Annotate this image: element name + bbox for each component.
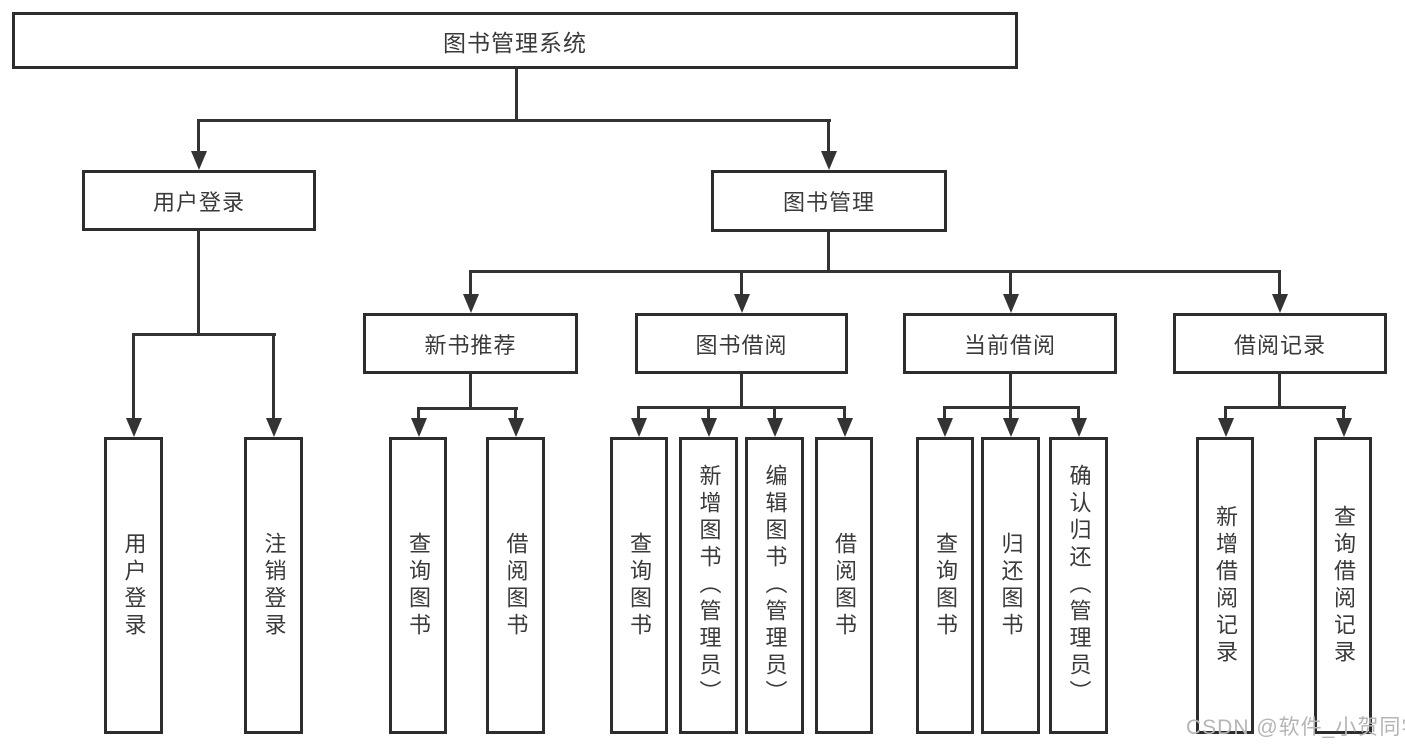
arrowhead-leaf	[508, 418, 524, 437]
leaf-label: 借阅图书	[832, 531, 857, 640]
connector-new-book-trunk	[469, 372, 472, 410]
connector-drop-level3	[1278, 270, 1281, 300]
node-label: 用户登录	[152, 189, 245, 215]
leaf-edit-books-admin: 编辑图书（管理员）	[745, 437, 804, 734]
arrowhead-book-management	[821, 151, 837, 170]
leaf-label: 查询借阅记录	[1331, 504, 1356, 667]
leaf-borrow-books: 借阅图书	[486, 437, 545, 734]
leaf-user-login: 用户登录	[104, 437, 163, 734]
leaf-label: 归还图书	[998, 531, 1024, 640]
connector-drop-leaf	[1224, 406, 1227, 423]
connector-drop-leaf	[943, 406, 946, 423]
connector-book-mgmt-trunk	[827, 231, 830, 273]
node-label: 新书推荐	[424, 332, 517, 358]
connector-drop-leaf	[514, 407, 517, 423]
connector-borrow-records-trunk	[1278, 372, 1281, 409]
connector-drop-level3	[469, 270, 472, 300]
leaf-add-books-admin: 新增图书（管理员）	[679, 437, 738, 734]
node-new-book-recommend: 新书推荐	[363, 313, 578, 374]
connector-drop-leaf	[417, 407, 420, 423]
leaf-confirm-return-admin: 确认归还（管理员）	[1049, 437, 1108, 734]
leaf-label: 查询图书	[933, 531, 958, 640]
node-book-management: 图书管理	[711, 170, 947, 232]
leaf-logout: 注销登录	[244, 437, 303, 734]
connector-drop-leaf	[272, 333, 275, 423]
connector-borrow-records-bus	[1224, 406, 1346, 409]
node-library-system: 图书管理系统	[12, 12, 1018, 69]
arrowhead-leaf	[631, 418, 647, 437]
connector-drop-book-management	[827, 119, 830, 156]
leaf-return-books: 归还图书	[981, 437, 1040, 734]
arrowhead-leaf	[937, 418, 953, 437]
node-user-login: 用户登录	[82, 170, 316, 231]
node-label: 图书管理系统	[443, 29, 587, 56]
connector-drop-leaf	[707, 406, 710, 423]
leaf-query-borrow-record: 查询借阅记录	[1314, 437, 1372, 734]
leaf-label: 借阅图书	[503, 531, 529, 640]
leaf-label: 用户登录	[121, 531, 147, 640]
leaf-query-books: 查询图书	[916, 437, 974, 734]
node-label: 当前借阅	[963, 332, 1056, 358]
leaf-label: 注销登录	[261, 531, 287, 640]
node-label: 图书管理	[782, 190, 875, 215]
leaf-borrow-books: 借阅图书	[815, 437, 873, 734]
connector-root-trunk	[515, 69, 518, 121]
leaf-query-books: 查询图书	[389, 437, 447, 734]
leaf-label: 确认归还（管理员）	[1066, 464, 1092, 707]
node-label: 图书借阅	[695, 332, 788, 358]
node-book-borrowing: 图书借阅	[635, 313, 848, 374]
arrowhead-leaf	[1003, 418, 1019, 437]
connector-user-login-trunk	[197, 230, 200, 336]
connector-drop-leaf	[773, 406, 776, 423]
node-current-borrowing: 当前借阅	[903, 313, 1117, 374]
leaf-label: 查询图书	[406, 531, 431, 640]
connector-book-mgmt-bus	[469, 270, 1281, 273]
leaf-label: 查询图书	[627, 531, 652, 640]
arrowhead-new-book-recommend	[463, 294, 479, 313]
arrowhead-leaf	[411, 418, 427, 437]
connector-drop-user-login	[197, 119, 200, 156]
csdn-watermark: CSDN @软件_小贺同学	[1186, 716, 1405, 739]
connector-user-login-bus	[132, 333, 276, 336]
arrowhead-leaf	[266, 418, 282, 437]
arrowhead-leaf	[837, 418, 853, 437]
node-label: 借阅记录	[1233, 332, 1326, 358]
connector-drop-leaf	[1342, 406, 1345, 423]
arrowhead-borrowing-records	[1272, 294, 1288, 313]
connector-new-book-bus	[417, 407, 518, 410]
connector-drop-leaf	[132, 333, 135, 423]
connector-book-borrow-bus	[637, 406, 846, 409]
arrowhead-leaf	[767, 418, 783, 437]
arrowhead-leaf	[701, 418, 717, 437]
leaf-label: 新增图书（管理员）	[696, 464, 722, 707]
arrowhead-leaf	[1071, 418, 1087, 437]
arrowhead-book-borrowing	[734, 294, 750, 313]
arrowhead-leaf	[1336, 418, 1352, 437]
node-borrowing-records: 借阅记录	[1173, 313, 1387, 374]
connector-drop-leaf	[1077, 406, 1080, 423]
connector-drop-leaf	[843, 406, 846, 423]
arrowhead-leaf	[1218, 418, 1234, 437]
leaf-query-books: 查询图书	[610, 437, 668, 734]
leaf-label: 编辑图书（管理员）	[762, 464, 788, 707]
connector-drop-level3	[1009, 270, 1012, 300]
connector-book-borrow-trunk	[740, 372, 743, 409]
connector-drop-leaf	[637, 406, 640, 423]
connector-root-bus	[197, 119, 831, 122]
arrowhead-leaf	[126, 418, 142, 437]
connector-drop-leaf	[1009, 406, 1012, 423]
connector-current-borrow-trunk	[1009, 372, 1012, 409]
arrowhead-current-borrowing	[1003, 294, 1019, 313]
leaf-label: 新增借阅记录	[1213, 504, 1238, 667]
connector-drop-level3	[740, 270, 743, 300]
leaf-add-borrow-record: 新增借阅记录	[1196, 437, 1254, 734]
arrowhead-user-login	[191, 151, 207, 170]
